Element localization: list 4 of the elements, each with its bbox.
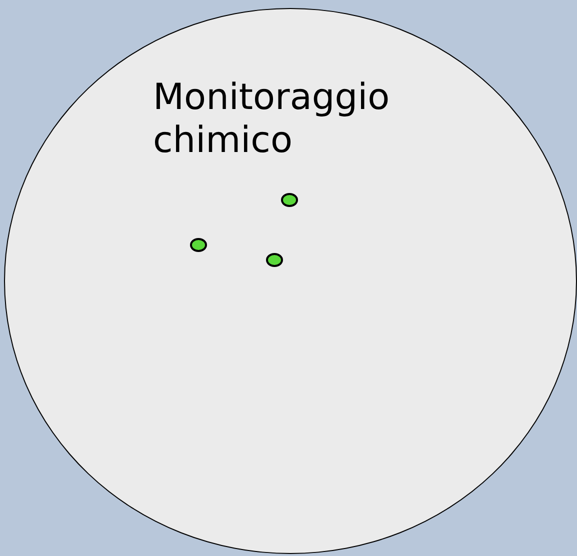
marker-dot (266, 253, 283, 267)
marker-dot (190, 238, 207, 252)
region-title: Monitoraggio chimico (153, 76, 391, 162)
marker-dot (281, 193, 298, 207)
